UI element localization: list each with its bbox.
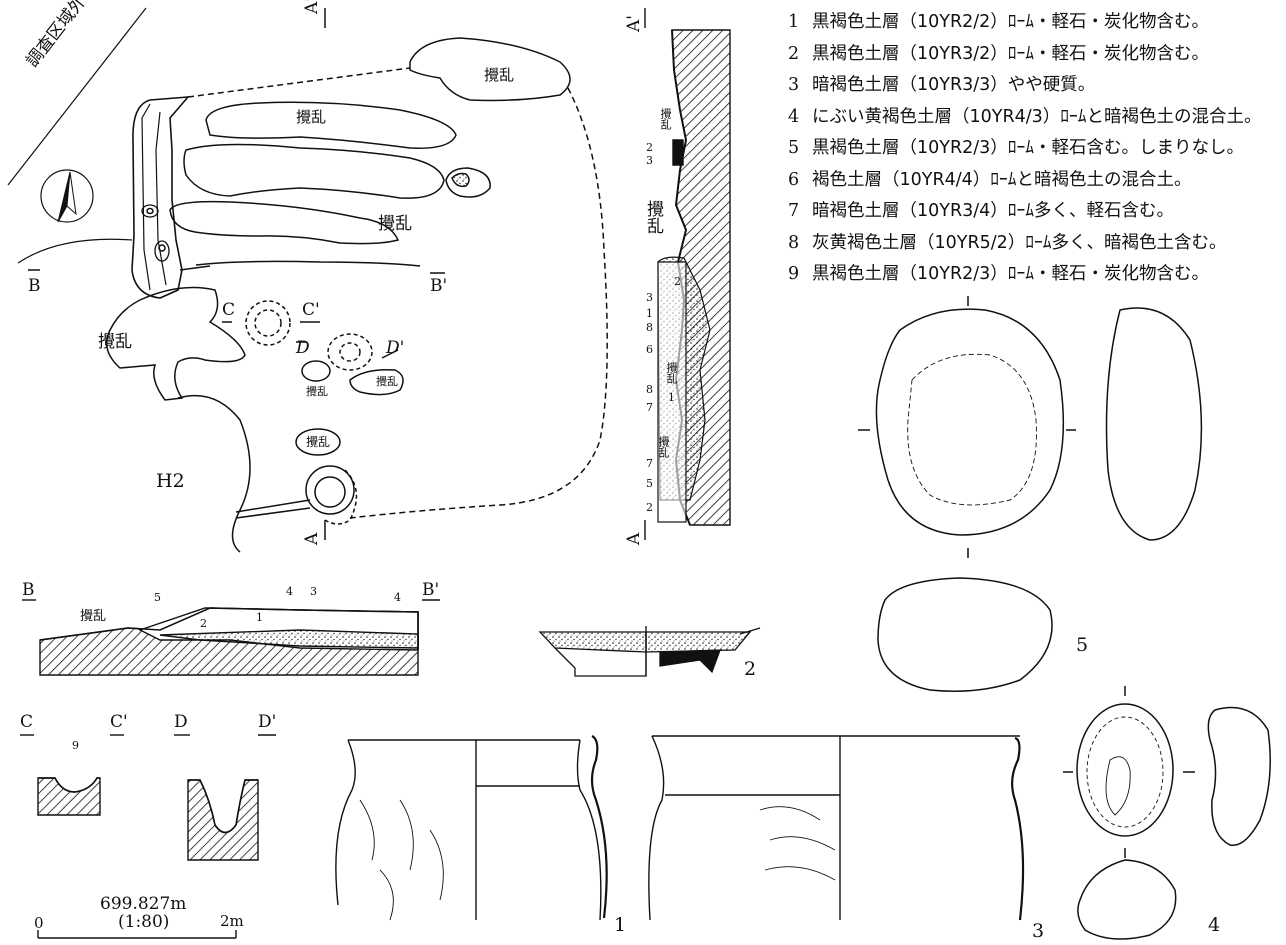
disturbance-label: 攪乱	[665, 362, 678, 384]
section-d-prime-profile-label: D'	[258, 712, 277, 732]
disturbance-label: 攪乱	[98, 332, 132, 352]
disturbance-label: 攪乱	[306, 435, 331, 449]
disturbance-label: 攪乱	[80, 609, 107, 624]
section-b-profile	[22, 599, 440, 676]
disturbance-label: 攪乱	[659, 108, 672, 130]
scale-end: 2m	[220, 912, 244, 930]
artifact-number: 5	[1076, 634, 1089, 656]
layer-number: 2	[646, 141, 653, 154]
disturbance-outline	[409, 37, 571, 102]
layer-number: 9	[72, 739, 79, 752]
section-b-prime-label: B'	[430, 276, 448, 296]
section-d-profile-label: D	[174, 712, 188, 732]
artifact-number: 1	[614, 914, 627, 936]
section-a-prime-profile-label: A'	[624, 15, 644, 32]
scale-elevation: 699.827m	[100, 894, 187, 914]
artifact-5-drawing	[858, 296, 1203, 692]
north-arrow-icon	[40, 169, 94, 223]
survey-boundary-line	[7, 7, 147, 186]
artifact-number: 2	[744, 658, 757, 680]
layer-number: 7	[646, 401, 653, 414]
artifact-4-drawing	[1063, 686, 1271, 940]
layer-number: 3	[646, 154, 653, 167]
disturbance-outline	[183, 143, 445, 199]
layer-number: 2	[674, 275, 681, 288]
layer-number: 1	[668, 391, 675, 404]
scale-ratio: (1:80)	[118, 912, 170, 932]
layer-number: 5	[154, 591, 161, 604]
house-wall	[131, 96, 190, 299]
layer-number: 8	[646, 321, 653, 334]
section-b-label: B	[28, 276, 41, 296]
layer-number: 2	[200, 617, 207, 630]
house-limit-dashed	[187, 67, 411, 98]
section-d-profile	[174, 734, 276, 861]
layer-number: 5	[646, 477, 653, 490]
disturbance-label: 攪乱	[378, 214, 412, 234]
disturbance-outline	[105, 286, 246, 401]
layer-number: 7	[646, 457, 653, 470]
layer-number: 4	[394, 591, 401, 604]
artifact-1-drawing	[335, 735, 608, 921]
layer-number: 3	[646, 291, 653, 304]
layer-number: 8	[646, 383, 653, 396]
layer-number: 4	[286, 585, 293, 598]
disturbance-label: 攪乱	[376, 375, 398, 388]
disturbance-outline	[205, 101, 457, 149]
artifact-2-drawing	[538, 626, 761, 677]
section-a-bottom-label: A	[302, 532, 322, 545]
section-a-profile	[644, 8, 731, 540]
layer-number: 3	[310, 585, 317, 598]
disturbance-label: 攪乱	[296, 108, 327, 126]
layer-number: 1	[646, 307, 653, 320]
section-c-prime-profile-label: C'	[110, 712, 128, 732]
section-b-prime-profile-label: B'	[422, 580, 440, 600]
disturbance-label: 攪乱	[643, 200, 663, 234]
layer-number: 6	[646, 343, 653, 356]
section-c-prime-label: C'	[302, 300, 320, 320]
section-a-prime-top-label: A'	[302, 0, 322, 14]
section-d-prime-label: D'	[386, 338, 405, 358]
section-c-profile-label: C	[20, 712, 34, 732]
section-c-profile	[20, 734, 124, 816]
house-label: H2	[156, 470, 185, 492]
scale-bar	[37, 930, 237, 939]
artifact-3-drawing	[648, 735, 1025, 921]
plan-view	[7, 7, 608, 553]
disturbance-label: 攪乱	[306, 385, 328, 398]
artifact-number: 4	[1208, 914, 1221, 936]
disturbance-outline	[169, 200, 400, 245]
section-d-label: D	[296, 338, 310, 358]
section-c-label: C	[222, 300, 236, 320]
disturbance-label: 攪乱	[657, 436, 670, 458]
disturbance-label: 攪乱	[484, 66, 515, 84]
layer-number: 1	[256, 611, 263, 624]
artifact-number: 3	[1032, 920, 1045, 942]
section-b-profile-label: B	[22, 580, 35, 600]
layer-number: 2	[646, 501, 653, 514]
section-a-profile-label: A	[624, 532, 644, 545]
scale-start: 0	[34, 914, 44, 932]
